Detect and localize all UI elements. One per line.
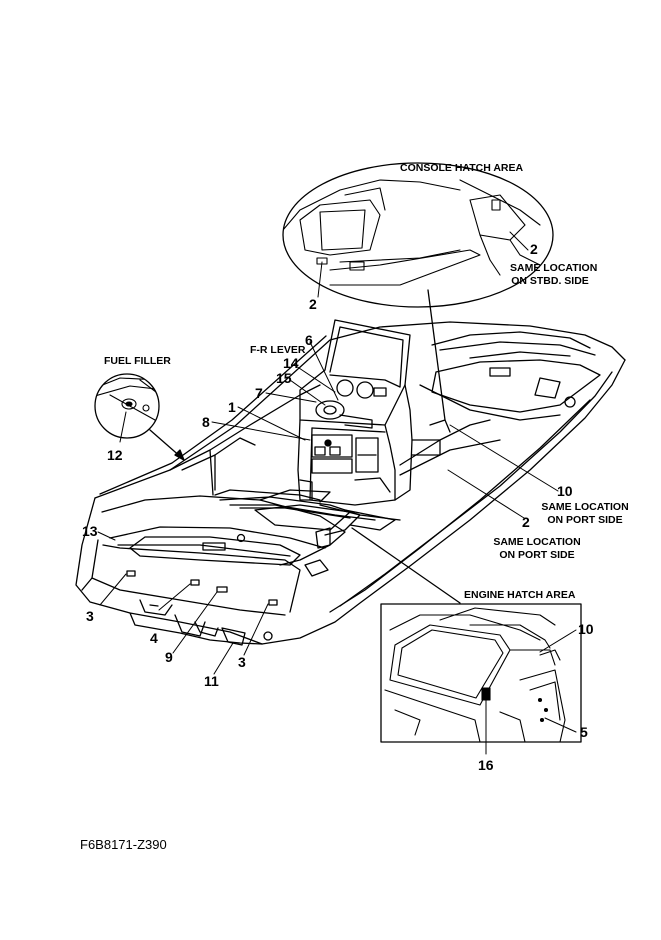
fuel-filler-inset — [94, 373, 160, 439]
same-location-stbd-note: SAME LOCATION ON STBD. SIDE — [510, 262, 597, 288]
callout-16: 16 — [478, 757, 494, 773]
callout-9: 9 — [165, 649, 173, 665]
hull — [75, 321, 626, 646]
same-location-port-a-line1: SAME LOCATION — [541, 501, 629, 513]
callout-8: 8 — [202, 414, 210, 430]
callout-6: 6 — [305, 332, 313, 348]
console — [297, 319, 441, 506]
callout-3-left: 3 — [86, 608, 94, 624]
callout-2-console-left: 2 — [309, 296, 317, 312]
callout-4: 4 — [150, 630, 158, 646]
same-location-port-b-line2: ON PORT SIDE — [499, 549, 575, 562]
callout-12: 12 — [107, 447, 123, 463]
callout-10-main: 10 — [557, 483, 573, 499]
engine-hatch-area-label: ENGINE HATCH AREA — [464, 589, 576, 601]
fuel-filler-label: FUEL FILLER — [104, 355, 171, 367]
callout-3-right: 3 — [238, 654, 246, 670]
callout-1: 1 — [228, 399, 236, 415]
callout-13: 13 — [82, 523, 98, 539]
console-hatch-area-label: CONSOLE HATCH AREA — [400, 162, 524, 174]
callout-2-console-right: 2 — [530, 241, 538, 257]
engine-hatch-inset — [380, 603, 582, 743]
same-location-stbd-line2: ON STBD. SIDE — [511, 275, 589, 288]
callout-11: 11 — [204, 673, 219, 689]
same-location-port-note-b: SAME LOCATION ON PORT SIDE — [492, 536, 582, 562]
same-location-port-note-a: SAME LOCATION ON PORT SIDE — [540, 501, 630, 527]
same-location-port-a-line2: ON PORT SIDE — [547, 514, 623, 527]
callout-5: 5 — [580, 724, 588, 740]
fr-lever-label: F-R LEVER — [250, 344, 306, 356]
deck — [169, 331, 601, 549]
console-hatch-inset — [282, 162, 554, 308]
callout-7: 7 — [255, 385, 263, 401]
same-location-stbd-line1: SAME LOCATION — [510, 262, 598, 274]
callout-leaders — [97, 231, 577, 755]
console-inset-leader — [427, 289, 446, 421]
callout-15: 15 — [276, 370, 292, 386]
callout-2-main: 2 — [522, 514, 530, 530]
same-location-port-b-line1: SAME LOCATION — [493, 536, 581, 548]
callout-14: 14 — [283, 355, 299, 371]
engine-inset-leader — [351, 527, 461, 604]
figure-code: F6B8171-Z390 — [80, 837, 167, 852]
callout-10-engine: 10 — [578, 621, 594, 637]
